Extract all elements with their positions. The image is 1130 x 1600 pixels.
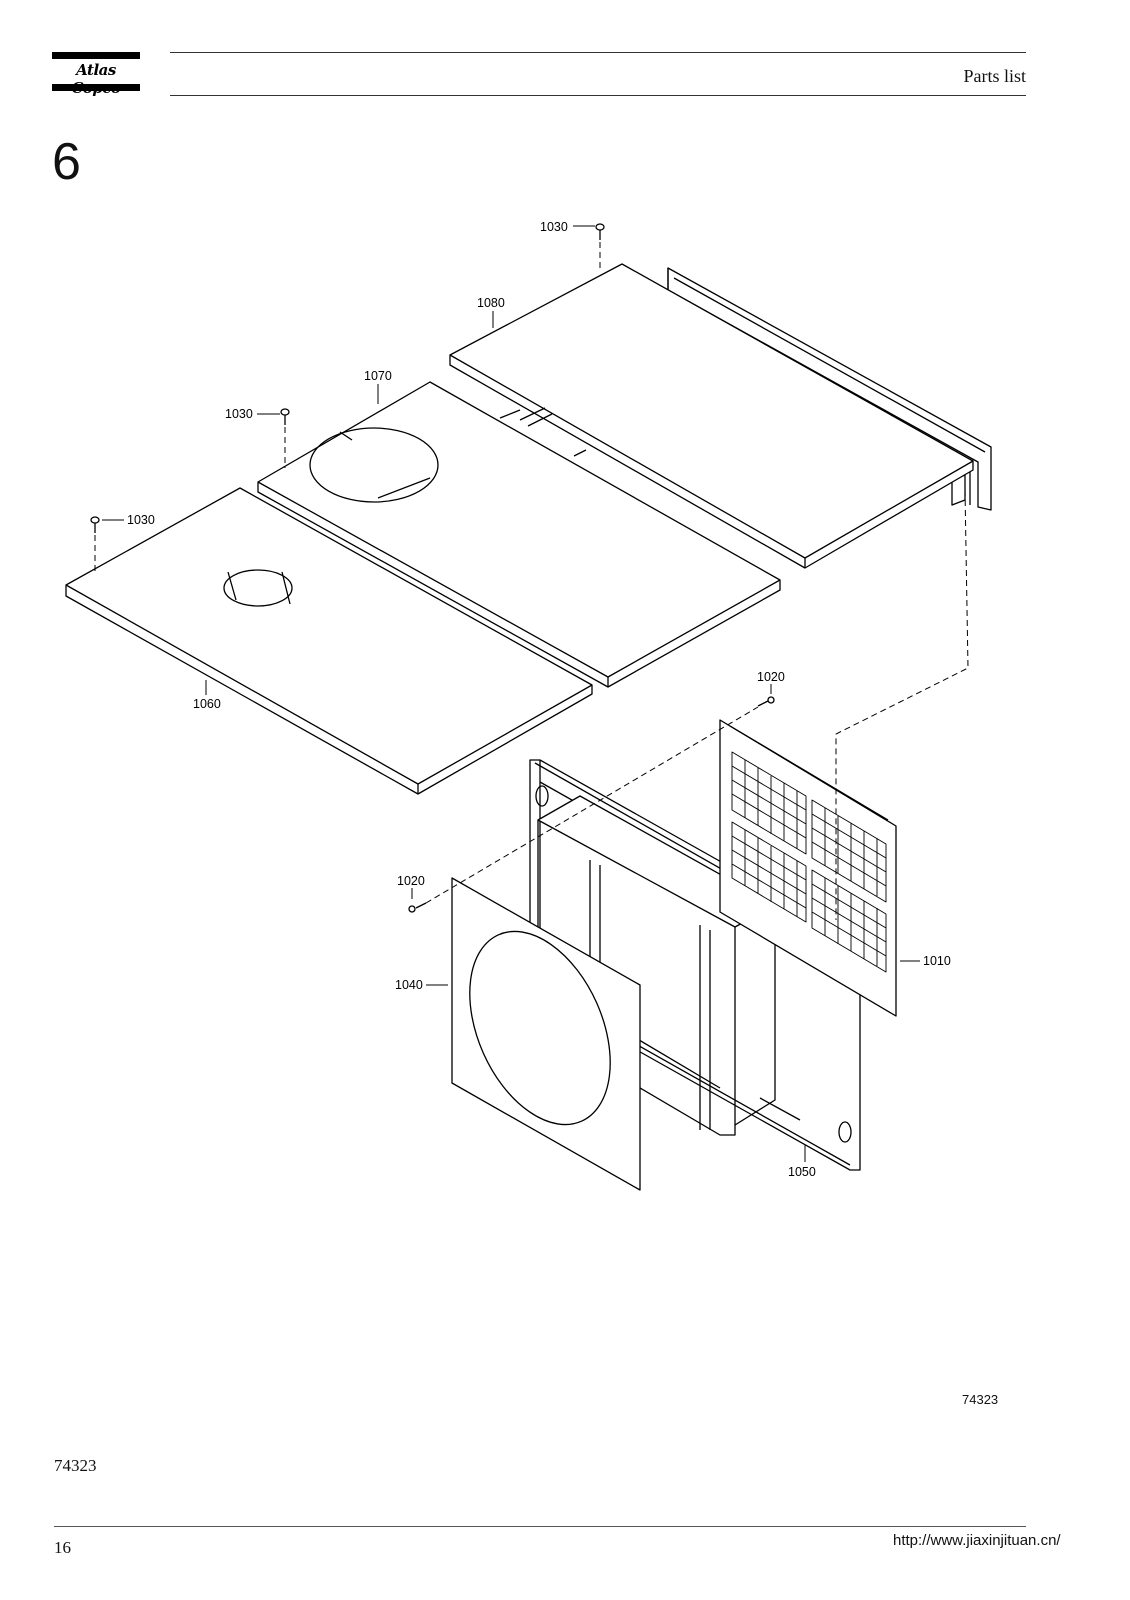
screw-1030-left — [90, 516, 100, 533]
callout-1080: 1080 — [477, 296, 505, 310]
frame-1040 — [451, 877, 641, 1191]
panel-1060 — [65, 487, 593, 795]
panel-1070 — [257, 381, 781, 688]
callout-1030-left: 1030 — [127, 513, 155, 527]
drawing-id: 74323 — [962, 1392, 999, 1407]
exploded-parts-diagram: 1030 1080 1070 1030 1030 1060 1020 1020 … — [0, 200, 1130, 1200]
grille-1010 — [719, 719, 897, 1017]
leader-lines — [102, 225, 920, 1162]
screw-1020-right — [757, 696, 775, 707]
header-rule-bottom — [170, 95, 1026, 96]
footer-url-link[interactable]: http://www.jiaxinjituan.cn/ — [893, 1532, 1061, 1549]
callout-1030-top: 1030 — [540, 220, 568, 234]
footer-rule — [54, 1526, 1026, 1527]
callout-1020-left: 1020 — [397, 874, 425, 888]
logo-bar-top — [52, 52, 140, 59]
atlas-copco-logo: Atlas Copco — [52, 48, 140, 97]
callout-1030-mid: 1030 — [225, 407, 253, 421]
callout-1010: 1010 — [923, 954, 951, 968]
logo-bar-bottom — [52, 84, 140, 91]
callout-1070: 1070 — [364, 369, 392, 383]
section-number: 6 — [52, 133, 81, 191]
callout-1050: 1050 — [788, 1165, 816, 1179]
assembly-lines — [94, 242, 969, 920]
panel-1080 — [449, 263, 974, 569]
screw-1030-mid — [280, 408, 290, 425]
document-code: 74323 — [54, 1456, 97, 1475]
screw-1020-left — [408, 902, 427, 913]
callout-1060: 1060 — [193, 697, 221, 711]
header-rule-top — [170, 52, 1026, 53]
callout-1020-right: 1020 — [757, 670, 785, 684]
parts-diagram-svg: 1030 1080 1070 1030 1030 1060 1020 1020 … — [65, 220, 992, 1191]
screw-1030-top — [595, 223, 605, 240]
page-number: 16 — [54, 1538, 71, 1557]
callout-1040: 1040 — [395, 978, 423, 992]
header-title: Parts list — [963, 66, 1026, 86]
logo-brand-text: Atlas Copco — [71, 61, 121, 97]
